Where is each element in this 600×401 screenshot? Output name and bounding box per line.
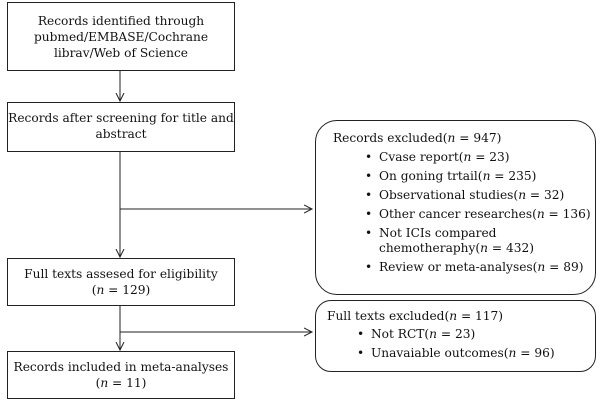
included-line-1: Records included in meta-analyses: [13, 360, 229, 374]
records-excluded-title: Records excluded(n = 947): [333, 131, 502, 145]
list-item: Other cancer researches(n = 136): [363, 207, 595, 222]
fulltext-excluded-list: Not RCT(n = 23) Unavaiable outcomes(n = …: [355, 327, 595, 361]
list-item: Unavaiable outcomes(n = 96): [355, 346, 595, 361]
records-excluded-list: Cvase report(n = 23) On goning trtail(n …: [363, 150, 595, 275]
list-item: On goning trtail(n = 235): [363, 169, 595, 184]
list-item: Observational studies(n = 32): [363, 188, 595, 203]
box-fulltext-assessed: Full texts assesed for eligibility (n = …: [7, 258, 235, 306]
box-fulltext-excluded: Full texts excluded(n = 117) Not RCT(n =…: [315, 300, 596, 372]
list-item: Not RCT(n = 23): [355, 327, 595, 342]
box-records-screening: Records after screening for title and ab…: [7, 102, 235, 152]
box-records-excluded: Records excluded(n = 947) Cvase report(n…: [315, 120, 596, 295]
box-records-included: Records included in meta-analyses (n = 1…: [7, 351, 235, 399]
screening-line-2: abstract: [95, 127, 147, 141]
fulltext-excluded-title: Full texts excluded(n = 117): [327, 309, 504, 323]
included-count: (n = 11): [95, 376, 147, 390]
screening-line-1: Records after screening for title and: [8, 111, 234, 125]
fulltext-line-1: Full texts assesed for eligibility: [24, 267, 218, 281]
identified-line-1: Records identified through: [37, 14, 205, 28]
identified-line-2: pubmed/EMBASE/Cochrane: [33, 30, 209, 44]
list-item: Review or meta-analyses(n = 89): [363, 260, 595, 275]
box-records-identified: Records identified through pubmed/EMBASE…: [7, 2, 235, 71]
fulltext-count: (n = 129): [91, 283, 151, 297]
identified-line-3: librav/Web of Science: [54, 46, 188, 60]
list-item: Cvase report(n = 23): [363, 150, 595, 165]
